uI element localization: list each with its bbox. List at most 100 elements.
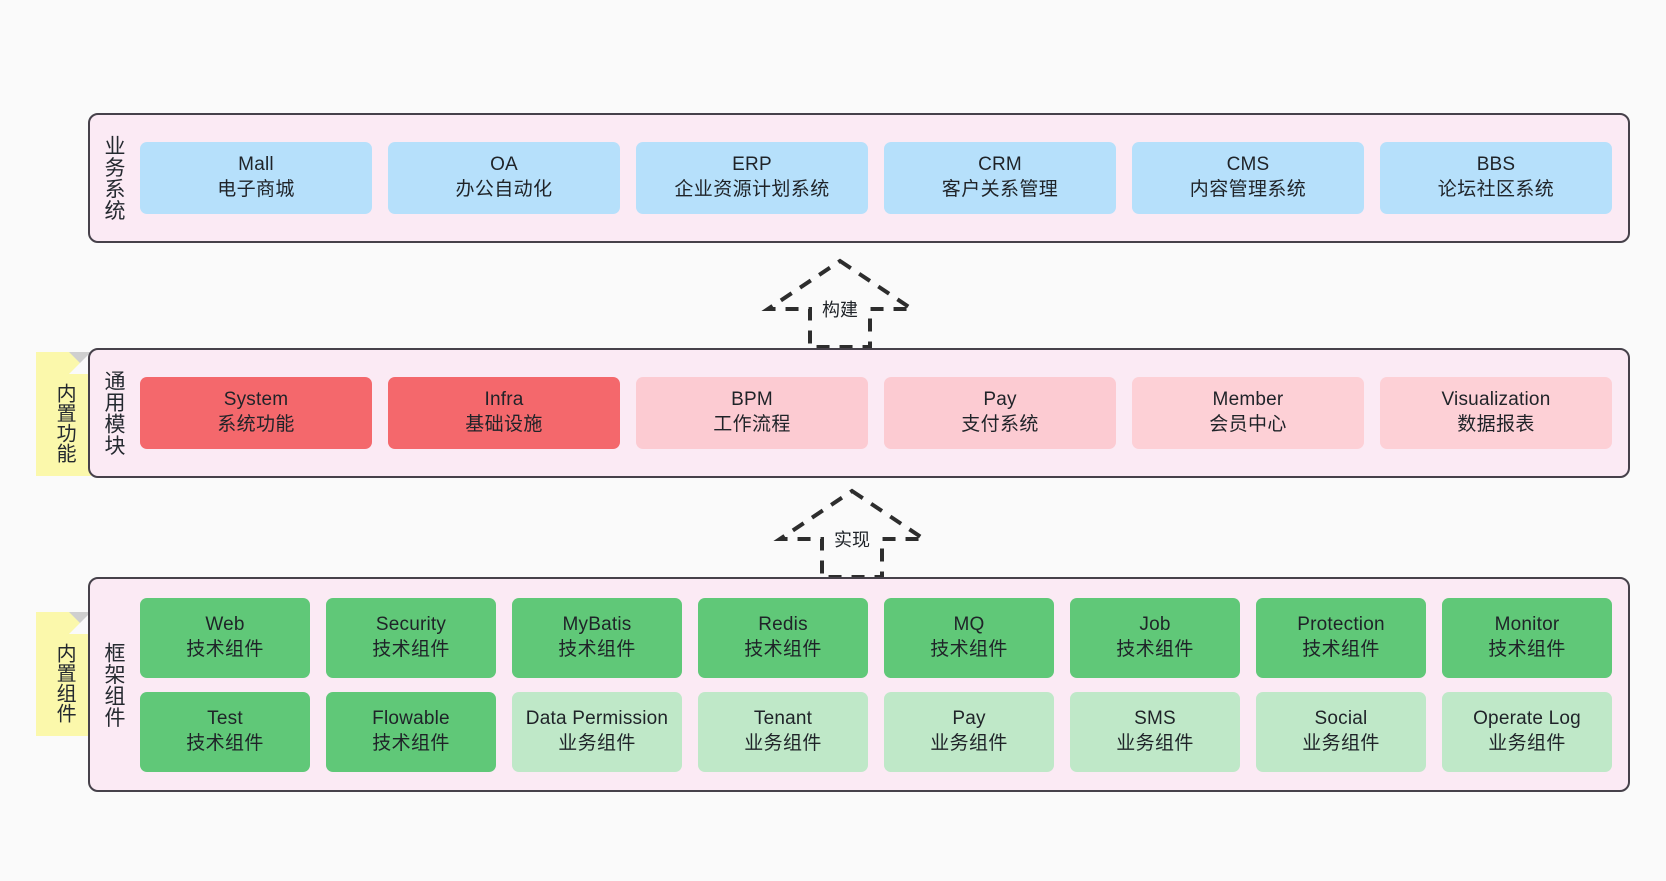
dashed-up-arrow-icon [761,258,919,349]
card-subtitle: 业务组件 [1116,732,1194,754]
card-title: Pay [952,707,986,729]
layer-body-common-modules: System 系统功能 Infra 基础设施 BPM 工作流程 Pay 支付系统… [136,350,1628,476]
card-protection[interactable]: Protection 技术组件 [1256,597,1426,678]
card-sms[interactable]: SMS 业务组件 [1070,691,1240,772]
card-subtitle: 系统功能 [217,414,295,435]
card-bbs[interactable]: BBS 论坛社区系统 [1380,142,1612,214]
card-subtitle: 技术组件 [1488,638,1566,660]
card-title: BBS [1476,154,1516,176]
card-member[interactable]: Member 会员中心 [1132,377,1364,449]
card-title: CRM [978,154,1022,176]
card-title: OA [490,154,518,176]
card-title: MQ [953,613,985,635]
card-title: System [223,389,289,411]
card-subtitle: 数据报表 [1457,414,1535,435]
card-redis[interactable]: Redis 技术组件 [698,597,868,678]
card-title: Redis [758,613,808,635]
card-subtitle: 办公自动化 [455,179,553,200]
card-subtitle: 基础设施 [465,414,543,435]
card-subtitle: 内容管理系统 [1189,179,1307,200]
card-security[interactable]: Security 技术组件 [326,597,496,678]
card-subtitle: 业务组件 [744,732,822,754]
card-subtitle: 技术组件 [558,638,636,660]
card-title: Security [375,613,447,635]
card-cms[interactable]: CMS 内容管理系统 [1132,142,1364,214]
layer-business-system: 业务系统 Mall 电子商城 OA 办公自动化 ERP 企业资源计划系统 CRM… [88,113,1630,243]
card-row: Test 技术组件 Flowable 技术组件 Data Permission … [140,691,1612,772]
card-subtitle: 业务组件 [1302,732,1380,754]
card-subtitle: 技术组件 [186,638,264,660]
layer-body-business-system: Mall 电子商城 OA 办公自动化 ERP 企业资源计划系统 CRM 客户关系… [136,115,1628,241]
card-social[interactable]: Social 业务组件 [1256,691,1426,772]
card-title: Operate Log [1473,707,1581,729]
card-title: Social [1314,707,1368,729]
card-system[interactable]: System 系统功能 [140,377,372,449]
layer-title-business-system: 业务系统 [101,135,125,221]
card-web[interactable]: Web 技术组件 [140,597,310,678]
card-title: Tenant [753,707,813,729]
card-subtitle: 客户关系管理 [941,179,1059,200]
card-job[interactable]: Job 技术组件 [1070,597,1240,678]
card-title: ERP [732,154,772,176]
card-subtitle: 业务组件 [558,732,636,754]
layer-title-common-modules: 通用模块 [101,370,125,456]
card-subtitle: 工作流程 [713,414,791,435]
card-title: Flowable [372,707,450,729]
arrow-build: 构建 [760,257,920,349]
card-title: Member [1212,389,1284,411]
card-erp[interactable]: ERP 企业资源计划系统 [636,142,868,214]
layer-body-framework-components: Web 技术组件 Security 技术组件 MyBatis 技术组件 Redi… [136,579,1628,790]
card-subtitle: 业务组件 [1488,732,1566,754]
card-flowable[interactable]: Flowable 技术组件 [326,691,496,772]
card-subtitle: 业务组件 [930,732,1008,754]
card-subtitle: 企业资源计划系统 [674,179,830,200]
card-mybatis[interactable]: MyBatis 技术组件 [512,597,682,678]
card-title: Pay [983,389,1017,411]
card-title: Visualization [1441,389,1551,411]
card-test[interactable]: Test 技术组件 [140,691,310,772]
card-monitor[interactable]: Monitor 技术组件 [1442,597,1612,678]
card-subtitle: 技术组件 [372,732,450,754]
dashed-up-arrow-icon [773,488,931,579]
card-title: Protection [1297,613,1385,635]
card-bpm[interactable]: BPM 工作流程 [636,377,868,449]
card-tenant[interactable]: Tenant 业务组件 [698,691,868,772]
card-mall[interactable]: Mall 电子商城 [140,142,372,214]
card-title: Mall [238,154,274,176]
card-title: Web [205,613,245,635]
card-row: Mall 电子商城 OA 办公自动化 ERP 企业资源计划系统 CRM 客户关系… [140,142,1612,214]
card-crm[interactable]: CRM 客户关系管理 [884,142,1116,214]
card-title: MyBatis [562,613,632,635]
sticky-note-label: 内置组件 [53,643,76,723]
card-subtitle: 技术组件 [372,638,450,660]
card-subtitle: 技术组件 [186,732,264,754]
card-title: Data Permission [525,707,669,729]
card-pay-business[interactable]: Pay 业务组件 [884,691,1054,772]
sticky-note-label: 内置功能 [53,383,76,463]
card-data-permission[interactable]: Data Permission 业务组件 [512,691,682,772]
card-subtitle: 技术组件 [1116,638,1194,660]
card-title: SMS [1134,707,1176,729]
card-row: Web 技术组件 Security 技术组件 MyBatis 技术组件 Redi… [140,597,1612,678]
card-title: Infra [484,389,524,411]
card-title: BPM [731,389,773,411]
card-subtitle: 技术组件 [744,638,822,660]
layer-common-modules: 通用模块 System 系统功能 Infra 基础设施 BPM 工作流程 Pay… [88,348,1630,478]
card-subtitle: 技术组件 [930,638,1008,660]
card-mq[interactable]: MQ 技术组件 [884,597,1054,678]
sticky-note-builtin-components: 内置组件 [36,612,91,736]
card-title: CMS [1226,154,1270,176]
layer-title-framework-components: 框架组件 [101,641,125,728]
card-visualization[interactable]: Visualization 数据报表 [1380,377,1612,449]
card-oa[interactable]: OA 办公自动化 [388,142,620,214]
card-title: Monitor [1494,613,1560,635]
card-infra[interactable]: Infra 基础设施 [388,377,620,449]
card-subtitle: 会员中心 [1209,414,1287,435]
card-subtitle: 论坛社区系统 [1437,179,1555,200]
card-operate-log[interactable]: Operate Log 业务组件 [1442,691,1612,772]
card-title: Job [1139,613,1171,635]
card-pay[interactable]: Pay 支付系统 [884,377,1116,449]
card-row: System 系统功能 Infra 基础设施 BPM 工作流程 Pay 支付系统… [140,377,1612,449]
card-subtitle: 支付系统 [961,414,1039,435]
